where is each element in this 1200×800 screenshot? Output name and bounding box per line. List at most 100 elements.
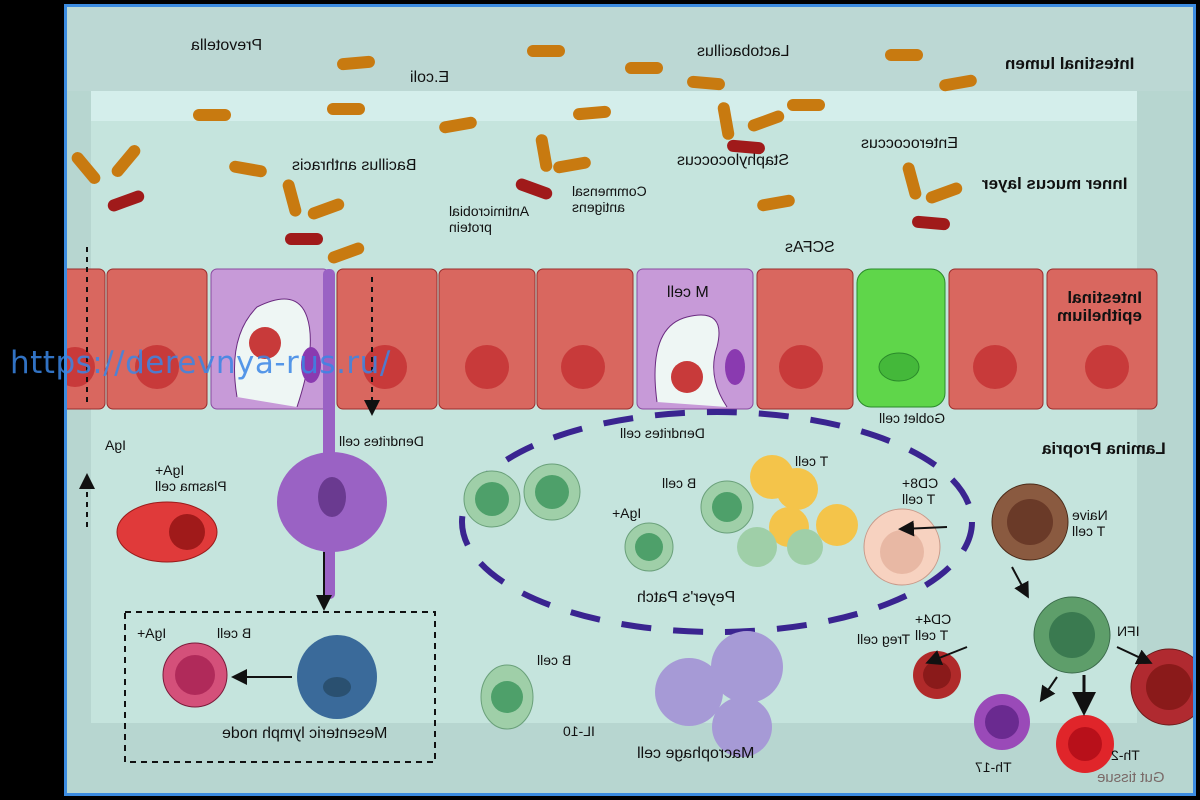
bacterium <box>527 45 565 57</box>
bacterium <box>925 182 963 204</box>
label-prevotella: Prevotella <box>191 37 263 54</box>
bacterium <box>625 62 663 74</box>
label-scfas: SCFAs <box>785 239 835 256</box>
cd4-t-cell <box>1033 596 1111 674</box>
bacterium <box>687 75 725 91</box>
mln-dendritic-cell <box>297 635 377 719</box>
bacterium <box>553 156 591 174</box>
bacterium <box>327 242 365 264</box>
epithelial-cell <box>1046 268 1158 410</box>
label-cd8-t-cell: CD8+T cell <box>902 475 939 507</box>
bacterium <box>111 145 141 177</box>
label-macrophage-cell: Macrophage cell <box>637 745 755 762</box>
cd8-t-cell <box>863 508 941 586</box>
ifn-cell <box>1130 648 1193 726</box>
bacterium <box>885 49 923 61</box>
label-il10-b-cell: B cell <box>537 652 572 668</box>
pp-b-cell-2 <box>700 480 754 534</box>
epithelial-cell <box>106 268 208 410</box>
peyers-patch-border <box>459 409 975 635</box>
bacteria-group <box>71 45 977 264</box>
pp-b-cell <box>463 470 521 528</box>
mln-b-cell <box>162 642 228 708</box>
epithelial-cell <box>438 268 536 410</box>
pp-b-cell <box>523 463 581 521</box>
th2-cell <box>1056 715 1114 773</box>
label-pp-b-cell: B cell <box>662 475 697 491</box>
pp-iga-cell <box>624 522 674 572</box>
label-mesenteric-lymph-node: Mesenteric lymph node <box>222 725 388 742</box>
bacterium <box>939 74 977 92</box>
goblet-cell <box>856 268 946 408</box>
bacterium <box>902 162 922 200</box>
label-pp-t-cell: T cell <box>795 453 829 469</box>
lumen-region <box>67 7 1193 91</box>
label-staphylococcus: Staphylococcus <box>677 152 790 169</box>
label-plasma-cell: IgA+Plasma cell <box>155 462 227 494</box>
label-gut-tissue: Gut tissue <box>1097 769 1165 786</box>
label-iga: IgA <box>105 437 127 453</box>
label-ecoli: E.coli <box>410 69 450 86</box>
bacterium <box>717 102 735 140</box>
label-lactobacillus: Lactobacillus <box>697 43 790 60</box>
label-ifn: IFN <box>1117 623 1140 639</box>
bacterium <box>307 198 345 220</box>
label-intestinal-lumen: Intestinal lumen <box>1005 54 1135 73</box>
bacterium <box>515 178 553 200</box>
diagram-canvas <box>67 45 1193 773</box>
naive-t-cell <box>991 483 1069 561</box>
bacterium <box>285 233 323 245</box>
bacterium <box>282 179 302 217</box>
m-cell <box>636 268 754 410</box>
label-bacillus-anthracis: Bacillus anthracis <box>292 157 417 174</box>
epithelium-layer <box>67 268 1158 599</box>
bacterium <box>912 215 950 231</box>
label-th2: Th-2 <box>1111 747 1140 763</box>
bacterium <box>337 55 375 71</box>
epithelial-cell <box>948 268 1044 410</box>
bacterium <box>71 152 101 184</box>
mln-border <box>124 611 436 763</box>
treg-cell <box>913 651 961 699</box>
epithelial-cell <box>536 268 634 410</box>
epithelial-cell <box>756 268 854 410</box>
bacterium <box>327 103 365 115</box>
bacterium <box>757 194 795 212</box>
label-goblet-cell: Goblet cell <box>879 410 946 426</box>
label-lamina-propria: Lamina Propria <box>1042 439 1166 458</box>
label-enterococcus: Enterococcus <box>861 135 958 152</box>
th17-cell <box>974 694 1030 750</box>
mucus-highlight <box>91 91 1137 121</box>
label-il10: IL-10 <box>563 723 595 739</box>
t-cell-cluster <box>737 455 858 567</box>
label-cd4-t-cell: CD4+T cell <box>915 611 952 643</box>
label-inner-mucus: Inner mucus layer <box>982 174 1128 193</box>
label-pp-iga: IgA+ <box>612 505 642 521</box>
label-th17: Th-17 <box>975 759 1012 775</box>
diagram-frame: Intestinal lumen Inner mucus layer Intes… <box>64 4 1196 796</box>
bacterium <box>229 160 267 178</box>
label-mln-iga: IgA+ <box>137 625 167 641</box>
label-dendrites-cell-top: Dendrites cell <box>339 433 424 449</box>
bacterium <box>787 99 825 111</box>
epithelial-cell <box>336 268 438 410</box>
watermark-url[interactable]: https://derevnya-rus.ru/ <box>10 345 391 381</box>
bacterium <box>747 110 785 132</box>
il10-b-cell <box>480 664 534 730</box>
bacterium <box>535 134 553 172</box>
bacterium <box>727 139 765 155</box>
label-mln-b-cell: B cell <box>217 625 252 641</box>
macrophage-cells <box>655 631 783 757</box>
label-treg-cell: Treg cell <box>857 631 911 647</box>
bacterium <box>107 190 145 212</box>
label-dendrites-cell-mid: Dendrites cell <box>620 425 705 441</box>
m-cell-left <box>210 268 330 410</box>
bacterium <box>193 109 231 121</box>
dendritic-cell-large <box>277 452 387 611</box>
bacterium <box>439 116 477 134</box>
bacterium <box>573 105 611 121</box>
label-peyers-patch: Peyer's Patch <box>637 589 736 606</box>
